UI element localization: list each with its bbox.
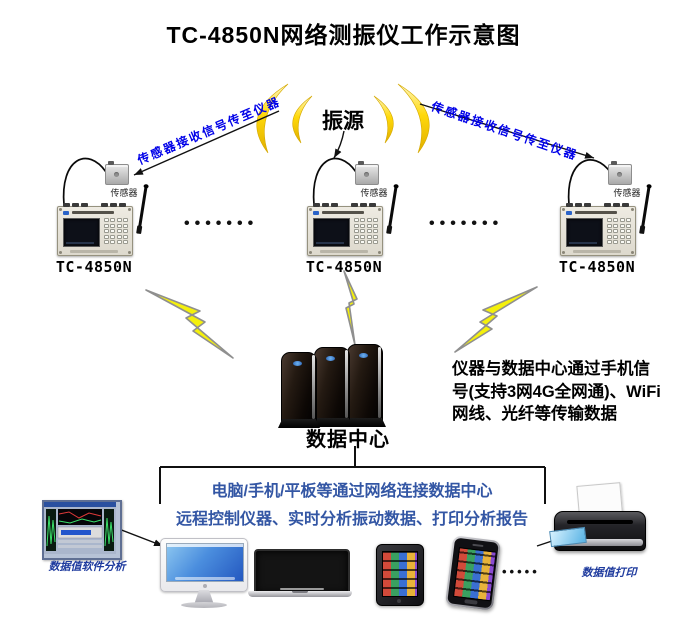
server-tower bbox=[344, 344, 386, 427]
device-name: TC-4850N bbox=[305, 258, 383, 276]
data-center-label: 数据中心 bbox=[306, 429, 390, 451]
tc4850n-device bbox=[307, 186, 398, 256]
laptop bbox=[248, 549, 352, 601]
device-header bbox=[313, 210, 375, 215]
server-tower bbox=[278, 352, 320, 428]
lightning-bolt-left bbox=[145, 289, 234, 359]
tc4850n-device bbox=[57, 186, 148, 256]
ellipsis-right: ••••••• bbox=[429, 215, 504, 232]
server-logo bbox=[326, 356, 335, 361]
device-name: TC-4850N bbox=[558, 258, 636, 276]
desktop-computer bbox=[158, 538, 250, 614]
instrument-group-left: 传感器 TC-4850N bbox=[40, 160, 180, 285]
page-title: TC-4850N网络测振仪工作示意图 bbox=[166, 22, 521, 48]
device-header bbox=[566, 210, 628, 215]
instrument-group-middle: 传感器 TC-4850N bbox=[290, 160, 430, 285]
tc4850n-device bbox=[560, 186, 651, 256]
signal-label-left: 传感器接收信号传至仪器 bbox=[135, 94, 283, 168]
tablet bbox=[376, 544, 424, 606]
analysis-software-screenshot bbox=[44, 502, 116, 554]
device-screen bbox=[63, 218, 100, 247]
device-screen bbox=[566, 218, 603, 247]
data-center-servers bbox=[278, 344, 401, 428]
tablet-home-button bbox=[397, 599, 401, 603]
sensor-device bbox=[355, 161, 379, 185]
sensor-label: 传感器 bbox=[110, 188, 138, 198]
signal-label-right: 传感器接收信号传至仪器 bbox=[429, 99, 580, 163]
transmission-note-line2: 号(支持3网4G全网通)、WiFi bbox=[452, 382, 661, 401]
device-keypad bbox=[353, 218, 378, 244]
ellipsis-devices: ••••• bbox=[502, 564, 540, 579]
sensor-device bbox=[105, 161, 129, 185]
device-logo bbox=[63, 210, 69, 215]
instrument-group-right: 传感器 TC-4850N bbox=[543, 160, 683, 285]
device-name: TC-4850N bbox=[55, 258, 133, 276]
sensor-label: 传感器 bbox=[613, 188, 641, 198]
source-down-arrow bbox=[333, 130, 345, 159]
smartphone-screen bbox=[452, 547, 497, 602]
transmission-note-line3: 网线、光纤等传输数据 bbox=[452, 405, 617, 423]
imac-screen bbox=[160, 538, 248, 592]
smartphone bbox=[444, 535, 502, 611]
device-keypad bbox=[606, 218, 631, 244]
device-logo bbox=[566, 210, 572, 215]
device-header bbox=[63, 210, 125, 215]
device-keypad bbox=[103, 218, 128, 244]
device-logo bbox=[313, 210, 319, 215]
network-note-line1: 电脑/手机/平板等通过网络连接数据中心 bbox=[211, 483, 493, 500]
transmission-note-line1: 仪器与数据中心通过手机信 bbox=[452, 360, 650, 378]
server-tower bbox=[311, 347, 353, 427]
laptop-screen bbox=[254, 549, 350, 595]
sensor-device bbox=[608, 161, 632, 185]
software-analysis-label: 数据值软件分析 bbox=[48, 561, 126, 573]
vibration-source-label: 振源 bbox=[322, 110, 364, 133]
analysis-software-window bbox=[42, 500, 122, 560]
transmission-note: 仪器与数据中心通过手机信 号(支持3网4G全网通)、WiFi 网线、光纤等传输数… bbox=[452, 358, 687, 426]
server-logo bbox=[293, 361, 302, 366]
network-note-line2: 远程控制仪器、实时分析振动数据、打印分析报告 bbox=[175, 511, 528, 528]
device-screen bbox=[313, 218, 350, 247]
printer bbox=[549, 482, 650, 564]
server-logo bbox=[359, 353, 368, 358]
sensor-label: 传感器 bbox=[360, 188, 388, 198]
tablet-screen bbox=[382, 551, 418, 597]
printer-label: 数据值打印 bbox=[581, 567, 637, 579]
lightning-bolt-right bbox=[454, 286, 538, 353]
ellipsis-left: ••••••• bbox=[184, 215, 259, 232]
